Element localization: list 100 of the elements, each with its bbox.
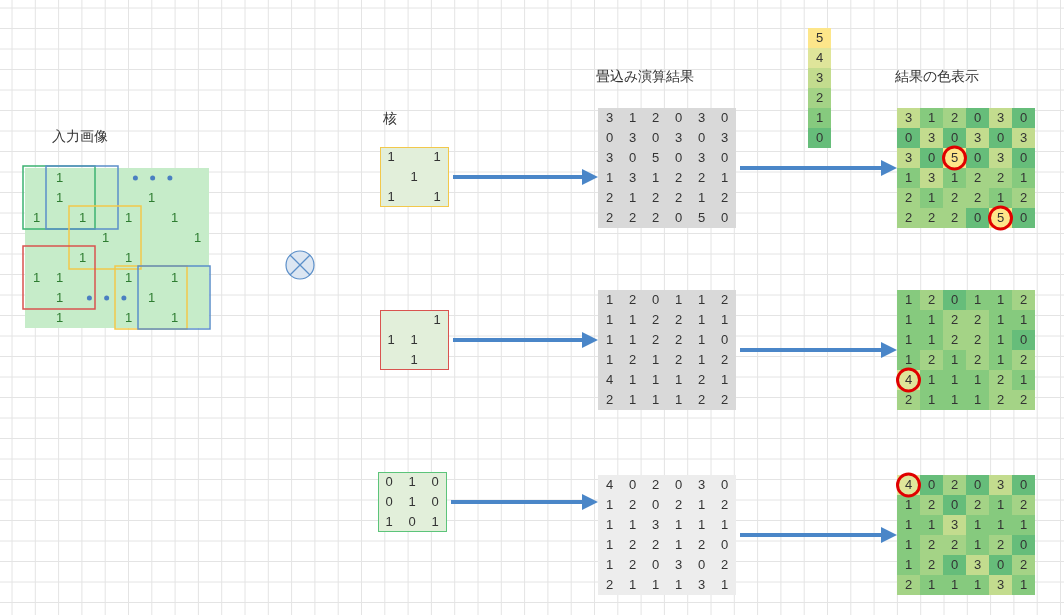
matrix-value: 0: [673, 149, 684, 167]
heatmap-cell: 1: [943, 575, 966, 595]
heatmap-cell: 2: [897, 575, 920, 595]
heatmap-cell: 1: [989, 495, 1012, 515]
pixel-value: 1: [54, 169, 65, 187]
heatmap-cell: 1: [897, 168, 920, 188]
heatmap-cell: 0: [920, 475, 943, 495]
matrix-value: 2: [696, 169, 707, 187]
heatmap-cell: 2: [966, 168, 989, 188]
matrix-value: 1: [696, 331, 707, 349]
pixel-value: 1: [169, 209, 180, 227]
kernel-matrix: [380, 310, 449, 370]
heatmap-cell: 2: [1012, 350, 1035, 370]
matrix-value: 0: [407, 512, 417, 531]
pixel-value: 1: [31, 269, 42, 287]
heatmap-cell: 1: [920, 515, 943, 535]
heatmap-cell: 0: [1012, 475, 1035, 495]
matrix-value: 1: [407, 492, 417, 511]
heatmap-cell: 1: [897, 495, 920, 515]
heatmap-cell: 2: [920, 495, 943, 515]
pixel-value: 1: [146, 289, 157, 307]
heatmap-cell: 3: [897, 108, 920, 128]
heatmap-cell: 2: [966, 330, 989, 350]
pixel-value: 1: [169, 309, 180, 327]
matrix-value: 0: [650, 129, 661, 147]
matrix-value: 2: [673, 311, 684, 329]
heatmap-cell: 1: [989, 515, 1012, 535]
color-scale-swatch: 3: [808, 68, 831, 88]
heatmap-cell: 1: [920, 390, 943, 410]
matrix-value: 2: [673, 169, 684, 187]
pixel-value: 1: [123, 309, 134, 327]
matrix-value: 1: [604, 516, 615, 534]
heatmap-cell: 1: [897, 350, 920, 370]
heatmap-cell: 3: [966, 128, 989, 148]
heatmap-cell: 0: [943, 555, 966, 575]
heatmap-cell: 3: [989, 148, 1012, 168]
matrix-value: 0: [673, 209, 684, 227]
heatmap-cell: 0: [966, 108, 989, 128]
heatmap-cell: 2: [943, 108, 966, 128]
matrix-value: 3: [604, 149, 615, 167]
matrix-value: 2: [696, 371, 707, 389]
heatmap-cell: 1: [920, 575, 943, 595]
matrix-value: 2: [719, 556, 730, 574]
matrix-value: 1: [696, 351, 707, 369]
color-scale-swatch: 2: [808, 88, 831, 108]
heatmap-cell: 1: [943, 350, 966, 370]
heatmap-cell: 0: [920, 148, 943, 168]
matrix-value: 0: [430, 472, 440, 491]
heatmap-cell: 0: [943, 290, 966, 310]
matrix-value: 3: [719, 129, 730, 147]
heatmap-cell: 1: [920, 370, 943, 390]
heatmap-matrix: [897, 475, 1035, 595]
matrix-value: 2: [650, 476, 661, 494]
pixel-value: 1: [123, 269, 134, 287]
heatmap-cell: 2: [897, 208, 920, 228]
heatmap-cell: 3: [989, 575, 1012, 595]
heatmap-cell: 2: [1012, 188, 1035, 208]
matrix-value: 2: [627, 291, 638, 309]
heatmap-cell: 1: [943, 168, 966, 188]
heatmap-cell: 2: [943, 475, 966, 495]
matrix-value: 1: [604, 331, 615, 349]
result-matrix: [598, 108, 736, 228]
matrix-value: 2: [673, 189, 684, 207]
heatmap-cell: 1: [966, 390, 989, 410]
matrix-value: 1: [409, 350, 419, 369]
heatmap-cell: 2: [1012, 555, 1035, 575]
matrix-value: 0: [719, 331, 730, 349]
pixel-value: 1: [192, 229, 203, 247]
heatmap-cell: 2: [989, 390, 1012, 410]
pixel-value: 1: [146, 189, 157, 207]
arrow: [740, 160, 897, 176]
heatmap-cell: 2: [1012, 390, 1035, 410]
heatmap-cell: 2: [897, 390, 920, 410]
matrix-value: 0: [719, 149, 730, 167]
matrix-value: 1: [719, 311, 730, 329]
matrix-value: 2: [719, 351, 730, 369]
heatmap-cell: 0: [897, 128, 920, 148]
matrix-value: 2: [627, 556, 638, 574]
heatmap-cell: 2: [966, 495, 989, 515]
matrix-value: 1: [673, 536, 684, 554]
heatmap-cell: 1: [989, 188, 1012, 208]
result-matrix: [598, 475, 736, 595]
heatmap-cell: 3: [920, 128, 943, 148]
matrix-value: 0: [719, 476, 730, 494]
matrix-value: 1: [719, 371, 730, 389]
matrix-value: 1: [650, 576, 661, 594]
input-image-grid: [25, 168, 209, 328]
heatmap-cell: 2: [989, 168, 1012, 188]
heatmap-cell: 1: [989, 290, 1012, 310]
heatmap-cell: 2: [1012, 290, 1035, 310]
heatmap-cell: 0: [966, 208, 989, 228]
matrix-value: 4: [604, 476, 615, 494]
matrix-value: 1: [627, 371, 638, 389]
matrix-value: 1: [409, 330, 419, 349]
matrix-value: 1: [627, 331, 638, 349]
matrix-value: 2: [650, 311, 661, 329]
matrix-value: 2: [604, 391, 615, 409]
heatmap-cell: 2: [920, 208, 943, 228]
heatmap-cell: 1: [1012, 575, 1035, 595]
matrix-value: 2: [650, 209, 661, 227]
